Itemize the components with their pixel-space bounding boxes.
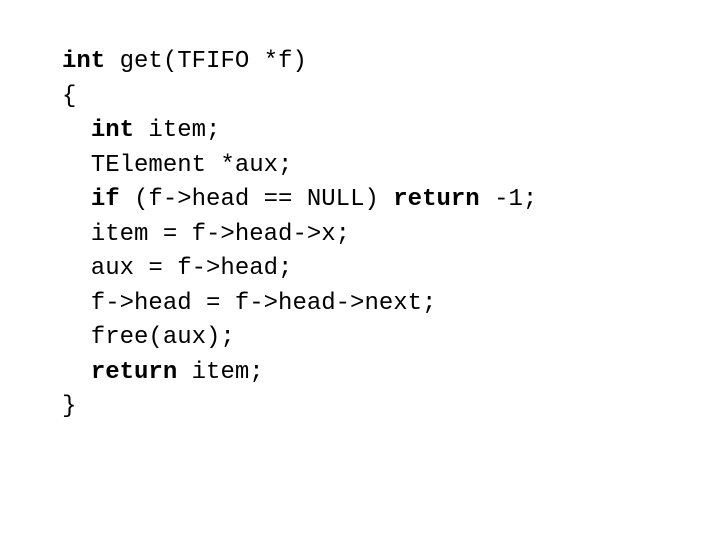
code-text: item; [134, 117, 221, 144]
code-line-3: int item; [62, 114, 537, 149]
code-text: f->head = f->head->next; [62, 289, 437, 317]
code-text: -1; [479, 186, 538, 213]
indent [62, 117, 91, 144]
code-line-8: f->head = f->head->next; [62, 287, 537, 322]
code-text: TElement *aux; [62, 151, 293, 179]
code-text: item = f->head->x; [62, 220, 351, 248]
code-line-6: item = f->head->x; [62, 218, 537, 253]
code-line-9: free(aux); [62, 321, 537, 356]
open-brace: { [62, 82, 77, 110]
code-text: aux = f->head; [62, 255, 293, 282]
keyword-return: return [393, 186, 480, 213]
code-text: item; [177, 358, 264, 386]
keyword-if: if [90, 186, 120, 213]
code-text: free(aux); [62, 324, 235, 351]
indent [62, 359, 91, 386]
code-text: (f->head == NULL) [119, 186, 394, 213]
keyword-int: int [90, 117, 135, 144]
close-brace: } [62, 393, 77, 420]
code-line-1: int get(TFIFO *f) [62, 45, 537, 80]
code-line-5: if (f->head == NULL) return -1; [62, 183, 538, 218]
code-text: get(TFIFO *f) [105, 48, 307, 75]
code-line-10: return item; [62, 356, 537, 391]
code-line-7: aux = f->head; [62, 252, 537, 287]
code-line-4: TElement *aux; [62, 149, 537, 184]
keyword-int: int [62, 48, 106, 75]
keyword-return: return [90, 358, 178, 386]
code-block: int get(TFIFO *f){ int item; TElement *a… [62, 45, 537, 425]
indent [62, 186, 91, 213]
code-line-11: } [62, 390, 537, 425]
code-line-2: { [62, 80, 537, 115]
